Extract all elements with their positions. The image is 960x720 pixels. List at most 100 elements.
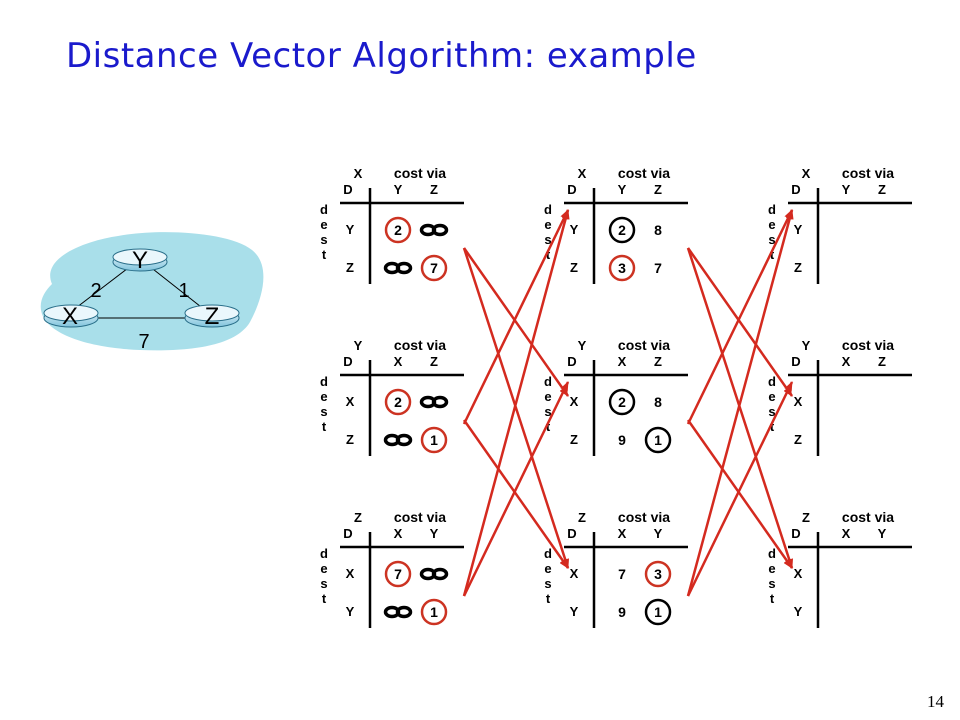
router-z: Z: [184, 303, 240, 330]
table-cell-value: 9: [618, 432, 626, 448]
update-arrow: [686, 381, 794, 597]
table-dest-letter: s: [320, 404, 327, 419]
cell-highlight-circle: [384, 560, 412, 588]
router-x-label: X: [62, 303, 78, 330]
table-dest-row-label: Y: [794, 222, 803, 237]
table-dest-letter: e: [320, 389, 327, 404]
table-dest-row-label: X: [346, 394, 355, 409]
table-via-header: Y: [618, 182, 627, 197]
table-cost-via-label: cost via: [618, 337, 670, 353]
table-dest-letter: d: [320, 202, 328, 217]
cell-highlight-circle: [420, 254, 448, 282]
table-dest-row-label: Z: [570, 260, 578, 275]
table-via-header: Y: [878, 526, 887, 541]
table-dest-letter: d: [768, 202, 776, 217]
table-dest-letter: d: [544, 374, 552, 389]
table-node-label: X: [802, 166, 811, 181]
table-dest-row-label: X: [346, 566, 355, 581]
table-node-label: Y: [578, 338, 587, 353]
table-dest-letter: s: [544, 232, 551, 247]
table-dest-letter: e: [768, 217, 775, 232]
router-y: Y: [112, 247, 168, 274]
table-d-label: D: [567, 526, 576, 541]
infinity-symbol: [419, 395, 449, 409]
update-arrow: [686, 247, 794, 569]
table-dest-letter: d: [768, 546, 776, 561]
table-d-label: D: [791, 354, 800, 369]
update-arrow: [686, 247, 794, 397]
table-dest-letter: s: [768, 404, 775, 419]
table-d-label: D: [343, 182, 352, 197]
table-cell-value: 3: [618, 260, 626, 276]
table-dest-row-label: X: [570, 566, 579, 581]
table-dest-row-label: Y: [570, 604, 579, 619]
page-number: 14: [927, 692, 944, 711]
update-arrow: [462, 209, 570, 425]
table-node-label: Y: [354, 338, 363, 353]
table-via-header: X: [394, 526, 403, 541]
table-cost-via-label: cost via: [842, 165, 894, 181]
table-via-header: Z: [654, 182, 662, 197]
table-cell-value: 8: [654, 394, 662, 410]
table-d-label: D: [343, 354, 352, 369]
cell-highlight-circle: [420, 426, 448, 454]
infinity-symbol: [419, 567, 449, 581]
cell-highlight-circle: [420, 598, 448, 626]
table-dest-row-label: X: [794, 566, 803, 581]
table-dest-row-label: Z: [346, 432, 354, 447]
table-d-label: D: [343, 526, 352, 541]
table-dest-letter: d: [768, 374, 776, 389]
cell-highlight-circle: [384, 388, 412, 416]
table-dest-letter: e: [544, 389, 551, 404]
table-cell-value: 2: [394, 222, 402, 238]
table-dest-letter: e: [768, 389, 775, 404]
cell-highlight-circle: [644, 560, 672, 588]
update-arrows: [462, 209, 794, 597]
table-node-label: Z: [578, 510, 586, 525]
table-via-header: Y: [654, 526, 663, 541]
table-d-label: D: [567, 354, 576, 369]
update-arrow: [686, 209, 794, 425]
table-dest-letter: d: [544, 202, 552, 217]
table-dest-letter: s: [768, 232, 775, 247]
table-cell-value: 2: [618, 394, 626, 410]
link-cost-x-y: 2: [90, 280, 101, 302]
table-node-label: Z: [354, 510, 362, 525]
table-cell-value: 3: [654, 566, 662, 582]
table-dest-letter: d: [320, 546, 328, 561]
table-node-label: X: [354, 166, 363, 181]
table-dest-letter: t: [770, 591, 775, 606]
table-via-header: Z: [430, 182, 438, 197]
update-arrow: [686, 419, 794, 569]
table-cell-value: 7: [394, 566, 402, 582]
router-z-label: Z: [205, 303, 220, 330]
table-dest-row-label: Y: [794, 604, 803, 619]
table-dest-row-label: Z: [570, 432, 578, 447]
table-cell-value: 2: [618, 222, 626, 238]
table-via-header: X: [394, 354, 403, 369]
table-cost-via-label: cost via: [842, 337, 894, 353]
table-cost-via-label: cost via: [394, 337, 446, 353]
table-dest-letter: s: [544, 576, 551, 591]
table-via-header: Y: [430, 526, 439, 541]
table-via-header: X: [618, 526, 627, 541]
table-via-header: Z: [430, 354, 438, 369]
table-via-header: X: [842, 354, 851, 369]
table-dest-letter: e: [320, 561, 327, 576]
table-d-label: D: [791, 182, 800, 197]
cell-highlight-circle: [384, 216, 412, 244]
table-cost-via-label: cost via: [394, 509, 446, 525]
table-dest-row-label: Z: [346, 260, 354, 275]
update-arrow: [462, 247, 570, 397]
table-cost-via-label: cost via: [394, 165, 446, 181]
cell-highlight-circle: [608, 216, 636, 244]
table-dest-letter: t: [322, 591, 327, 606]
network-graph: Y X Z 2 1 7: [40, 232, 264, 353]
table-via-header: X: [618, 354, 627, 369]
table-via-header: Y: [394, 182, 403, 197]
table-cell-value: 1: [430, 604, 438, 620]
table-dest-letter: e: [320, 217, 327, 232]
